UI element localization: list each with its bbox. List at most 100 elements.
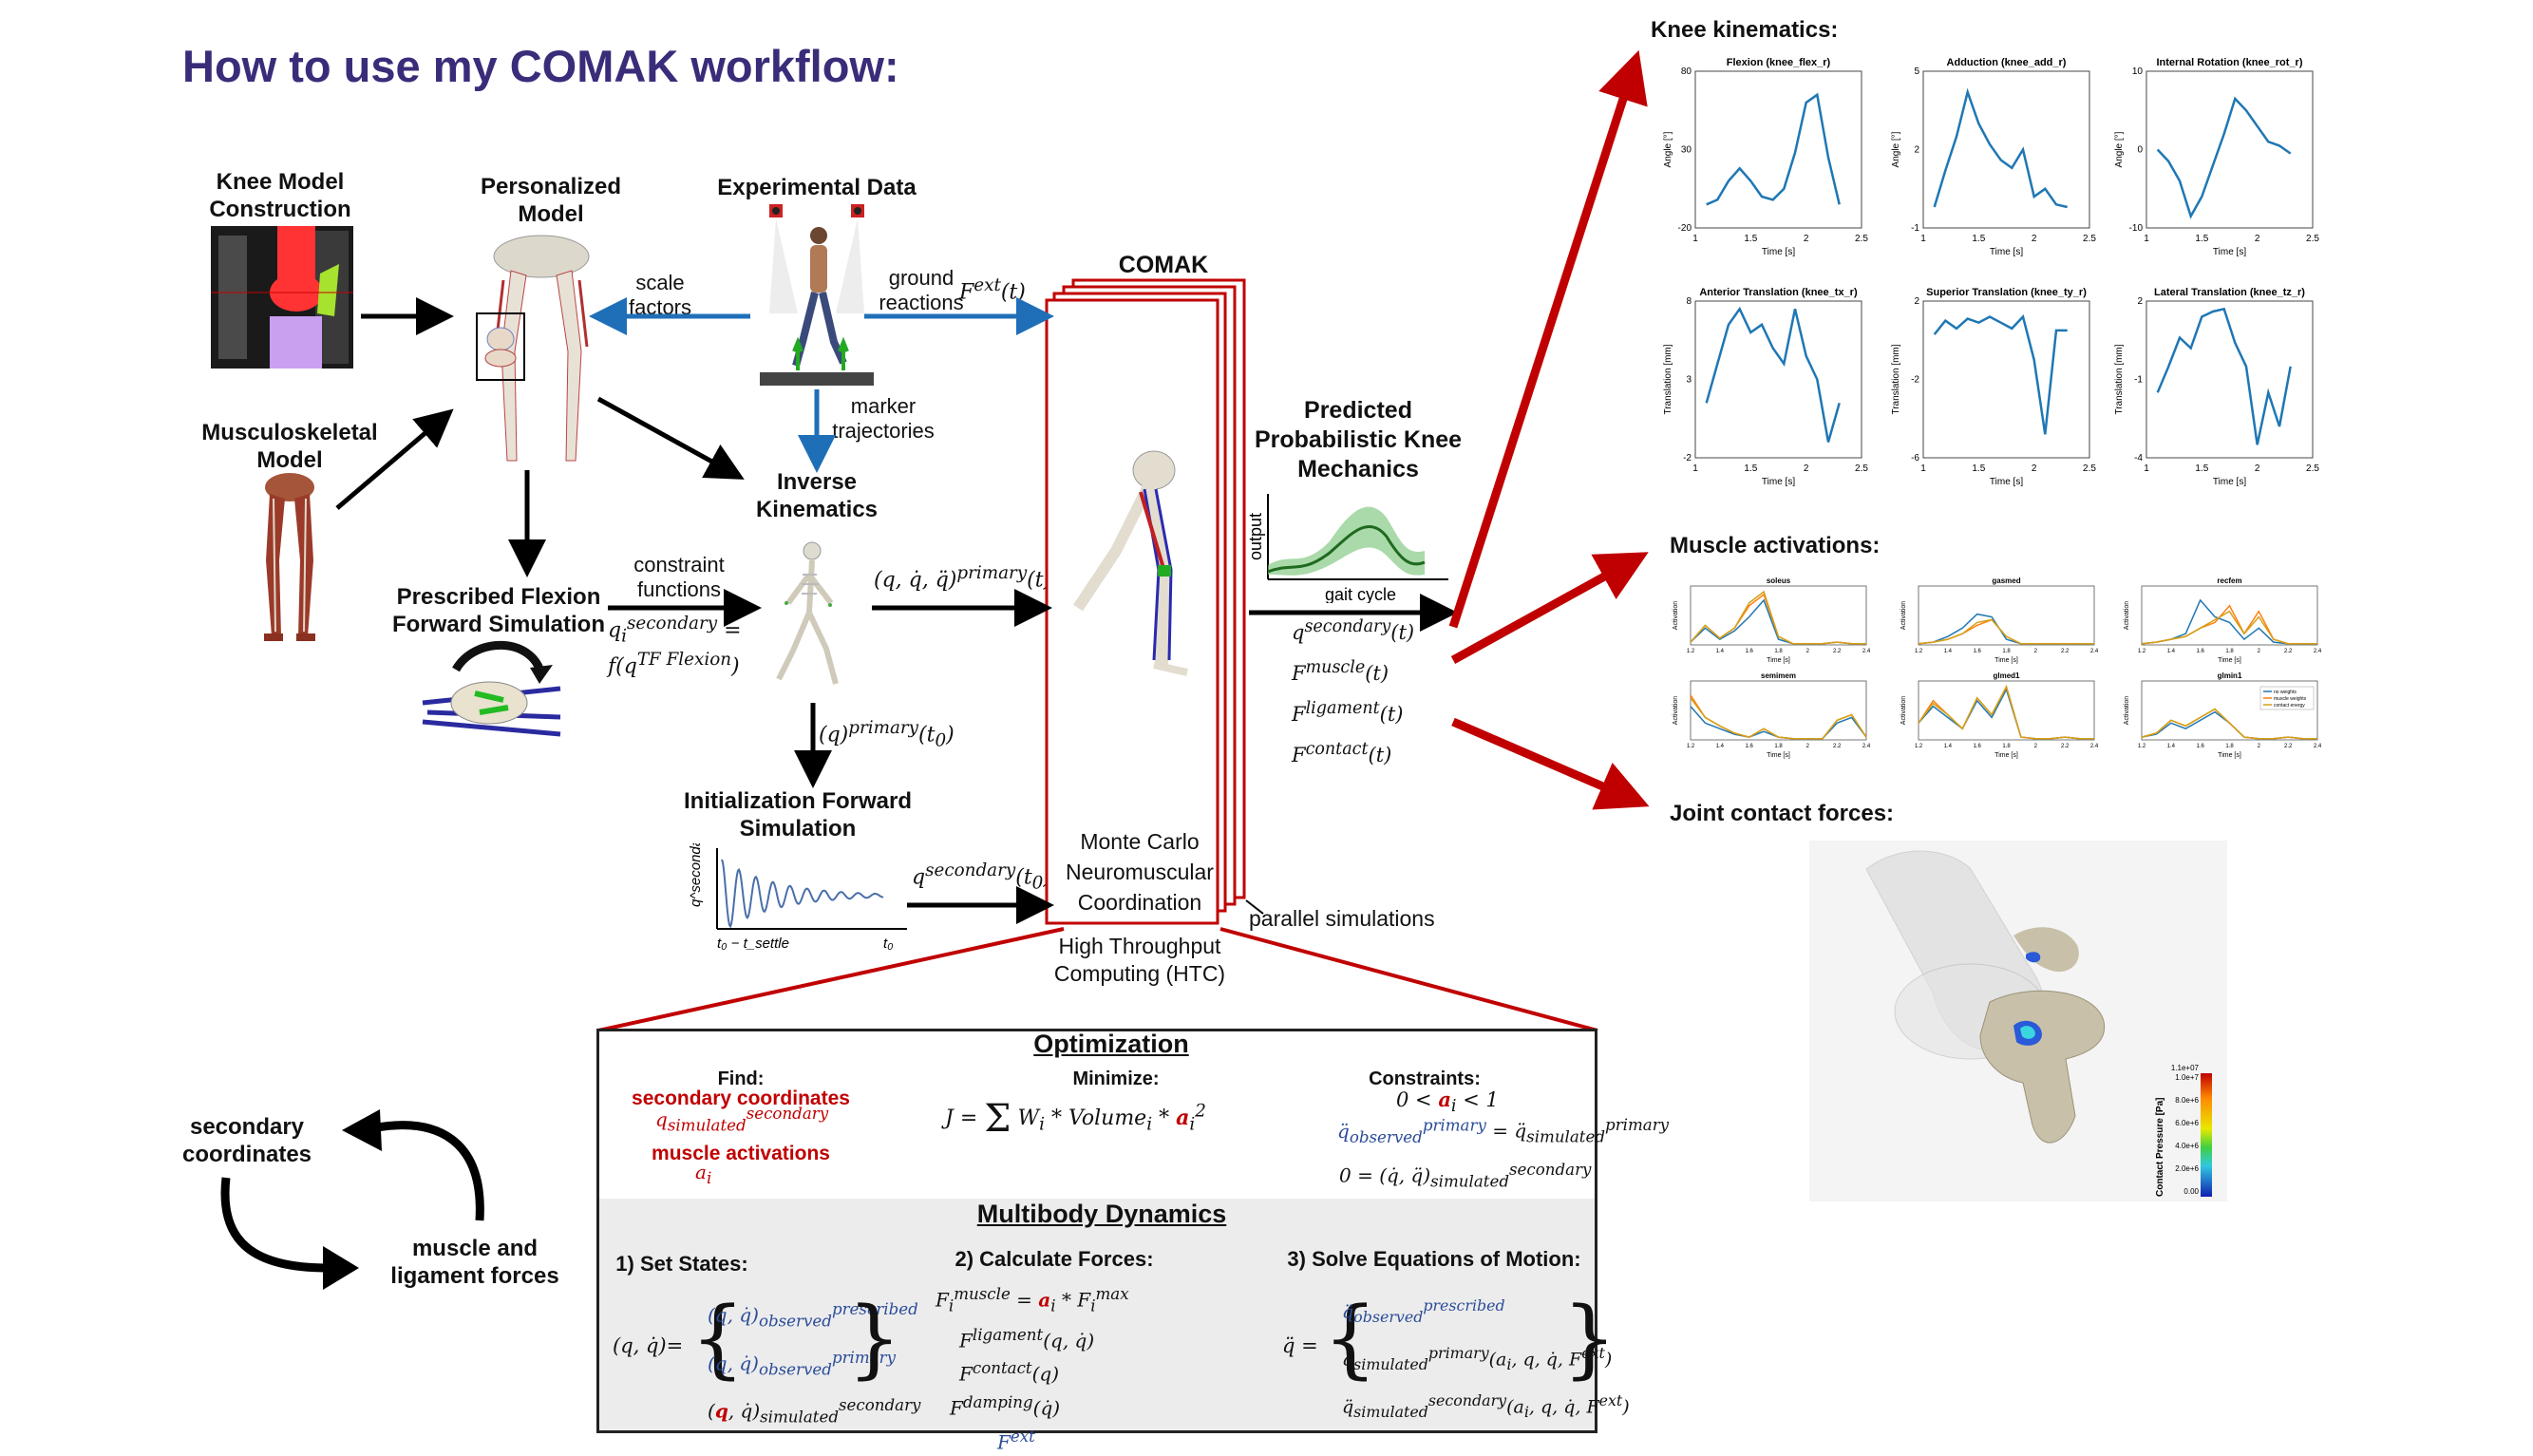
y-label: Activation [1900,696,1907,725]
x-tick: 2.5 [2083,463,2096,474]
x-tick: 1 [2144,234,2149,244]
colorbar-tick: 6.0e+6 [2175,1119,2199,1127]
output-f-ligament: Fligament(t) [1292,699,1404,726]
colorbar-tick: 1.1e+07 [2171,1064,2200,1072]
x-tick: 2.2 [1833,744,1842,749]
x-tick: 2.5 [2306,234,2319,244]
x-tick: 1.5 [1972,234,1985,244]
series-line-2 [1918,684,2094,740]
y-label: Angle [°] [1663,131,1673,167]
constraints-label: Constraints: [1369,1068,1481,1089]
chart-title: recfem [2217,577,2241,585]
x-tick: 1.4 [1716,649,1725,654]
find-muscle-activations: muscle activations [652,1143,830,1164]
eom-primary: q̈simulatedprimary(ai, q, q̇, Fext) [1342,1344,1613,1374]
y-tick: -20 [1678,223,1692,234]
series-line-2 [1690,697,1867,740]
state-prescribed: (q, q̇)observedprescribed [708,1300,918,1331]
experimental-data-label: Experimental Data [717,175,917,200]
y-tick: -10 [2129,223,2144,234]
x-tick: 1.6 [2196,649,2204,654]
y-tick: 5 [1914,66,1919,77]
x-tick: 1.8 [1774,649,1783,654]
y-tick: -1 [2134,375,2143,386]
y-label: Translation [mm] [1891,344,1901,414]
chart-title: gasmed [1992,577,2020,585]
x-label: Time [s] [1767,657,1790,664]
x-tick: 1.8 [2002,744,2011,749]
ik-skeleton-figure [776,541,839,685]
x-tick: 1 [1692,234,1698,244]
knee-kinematics-label: Knee kinematics: [1651,17,1839,43]
y-tick: 8 [1686,296,1692,307]
prescribed-flexion-figure [422,640,561,737]
predicted-x-label: gait cycle [1325,585,1396,603]
y-label: Activation [2124,601,2130,630]
x-label: Time [s] [1994,752,2018,759]
eom-prescribed: q̈observedprescribed [1342,1296,1505,1327]
y-tick: 80 [1681,66,1692,77]
colorbar-tick: 8.0e+6 [2175,1096,2199,1105]
htc-label: High Throughput Computing (HTC) [1053,934,1226,986]
multibody-title: Multibody Dynamics [976,1200,1227,1228]
y-tick: -6 [1911,453,1919,463]
chart-title: glmin1 [2218,671,2242,680]
x-tick: 1.5 [2195,463,2208,474]
y-label: Activation [1673,696,1679,725]
x-tick: 1.6 [1745,649,1753,654]
series-line [2156,307,2292,445]
contact-colorbar-label: Contact Pressure [Pa] [2155,1098,2165,1197]
feedback-secondary-label: secondary coordinates [181,1114,312,1167]
y-tick: 0 [2137,145,2143,156]
x-tick: 2.5 [1855,234,1868,244]
chart-title: glmed1 [1993,671,2020,680]
colorbar-tick: 0.00 [2183,1187,2199,1196]
minimize-equation: J = Σ Wi * Volumei * ai2 [945,1097,1206,1141]
series-line [1705,306,1841,443]
msk-model-label: Musculoskeletal Model [201,420,378,473]
x-tick: 1.6 [1973,744,1981,749]
x-tick: 1.5 [1744,463,1757,474]
init-x-right-label: t₀ [883,936,894,952]
y-tick: 10 [2132,66,2144,77]
x-tick: 2 [2034,744,2038,749]
find-secondary-coordinates: secondary coordinates [632,1087,850,1109]
chart-title: semimem [1761,671,1796,680]
x-label: Time [s] [1994,657,2018,664]
x-tick: 2 [2255,234,2260,244]
chart-title: Lateral Translation (knee_tz_r) [2154,287,2305,298]
legend-entry: muscle weights [2274,696,2307,702]
x-tick: 2.4 [1862,649,1871,654]
y-tick: 2 [2137,296,2143,307]
x-tick: 2.4 [2090,744,2099,749]
x-tick: 1.6 [1745,744,1753,749]
force-ligament: Fligament(q, q̇) [959,1325,1095,1352]
y-tick: 3 [1686,375,1692,386]
msk-model-figure [264,473,315,641]
colorbar-tick: 1.0e+7 [2175,1073,2199,1082]
series-line [2156,96,2292,219]
x-label: Time [s] [1990,247,2023,257]
x-tick: 1.4 [1716,744,1725,749]
init-y-label: q^secondary [689,843,704,907]
x-tick: 1.4 [2167,649,2176,654]
x-label: Time [s] [1762,247,1795,257]
x-tick: 2.5 [2083,234,2096,244]
colorbar-tick: 2.0e+6 [2175,1164,2199,1173]
x-tick: 1.6 [2196,744,2204,749]
states-lhs: (q, q̇)= [613,1334,684,1357]
predicted-outputs: qsecondary(t) Fmuscle(t) Fligament(t) Fc… [1292,610,1414,773]
y-tick: -2 [1911,375,1919,386]
page-title: How to use my COMAK workflow: [182,41,899,91]
x-tick: 1 [1920,234,1926,244]
x-label: Time [s] [2218,657,2241,664]
chart-title: Anterior Translation (knee_tx_r) [1699,287,1858,298]
joint-contact-figure: Contact Pressure [Pa] 1.1e+071.0e+7 8.0e+… [1809,841,2227,1201]
